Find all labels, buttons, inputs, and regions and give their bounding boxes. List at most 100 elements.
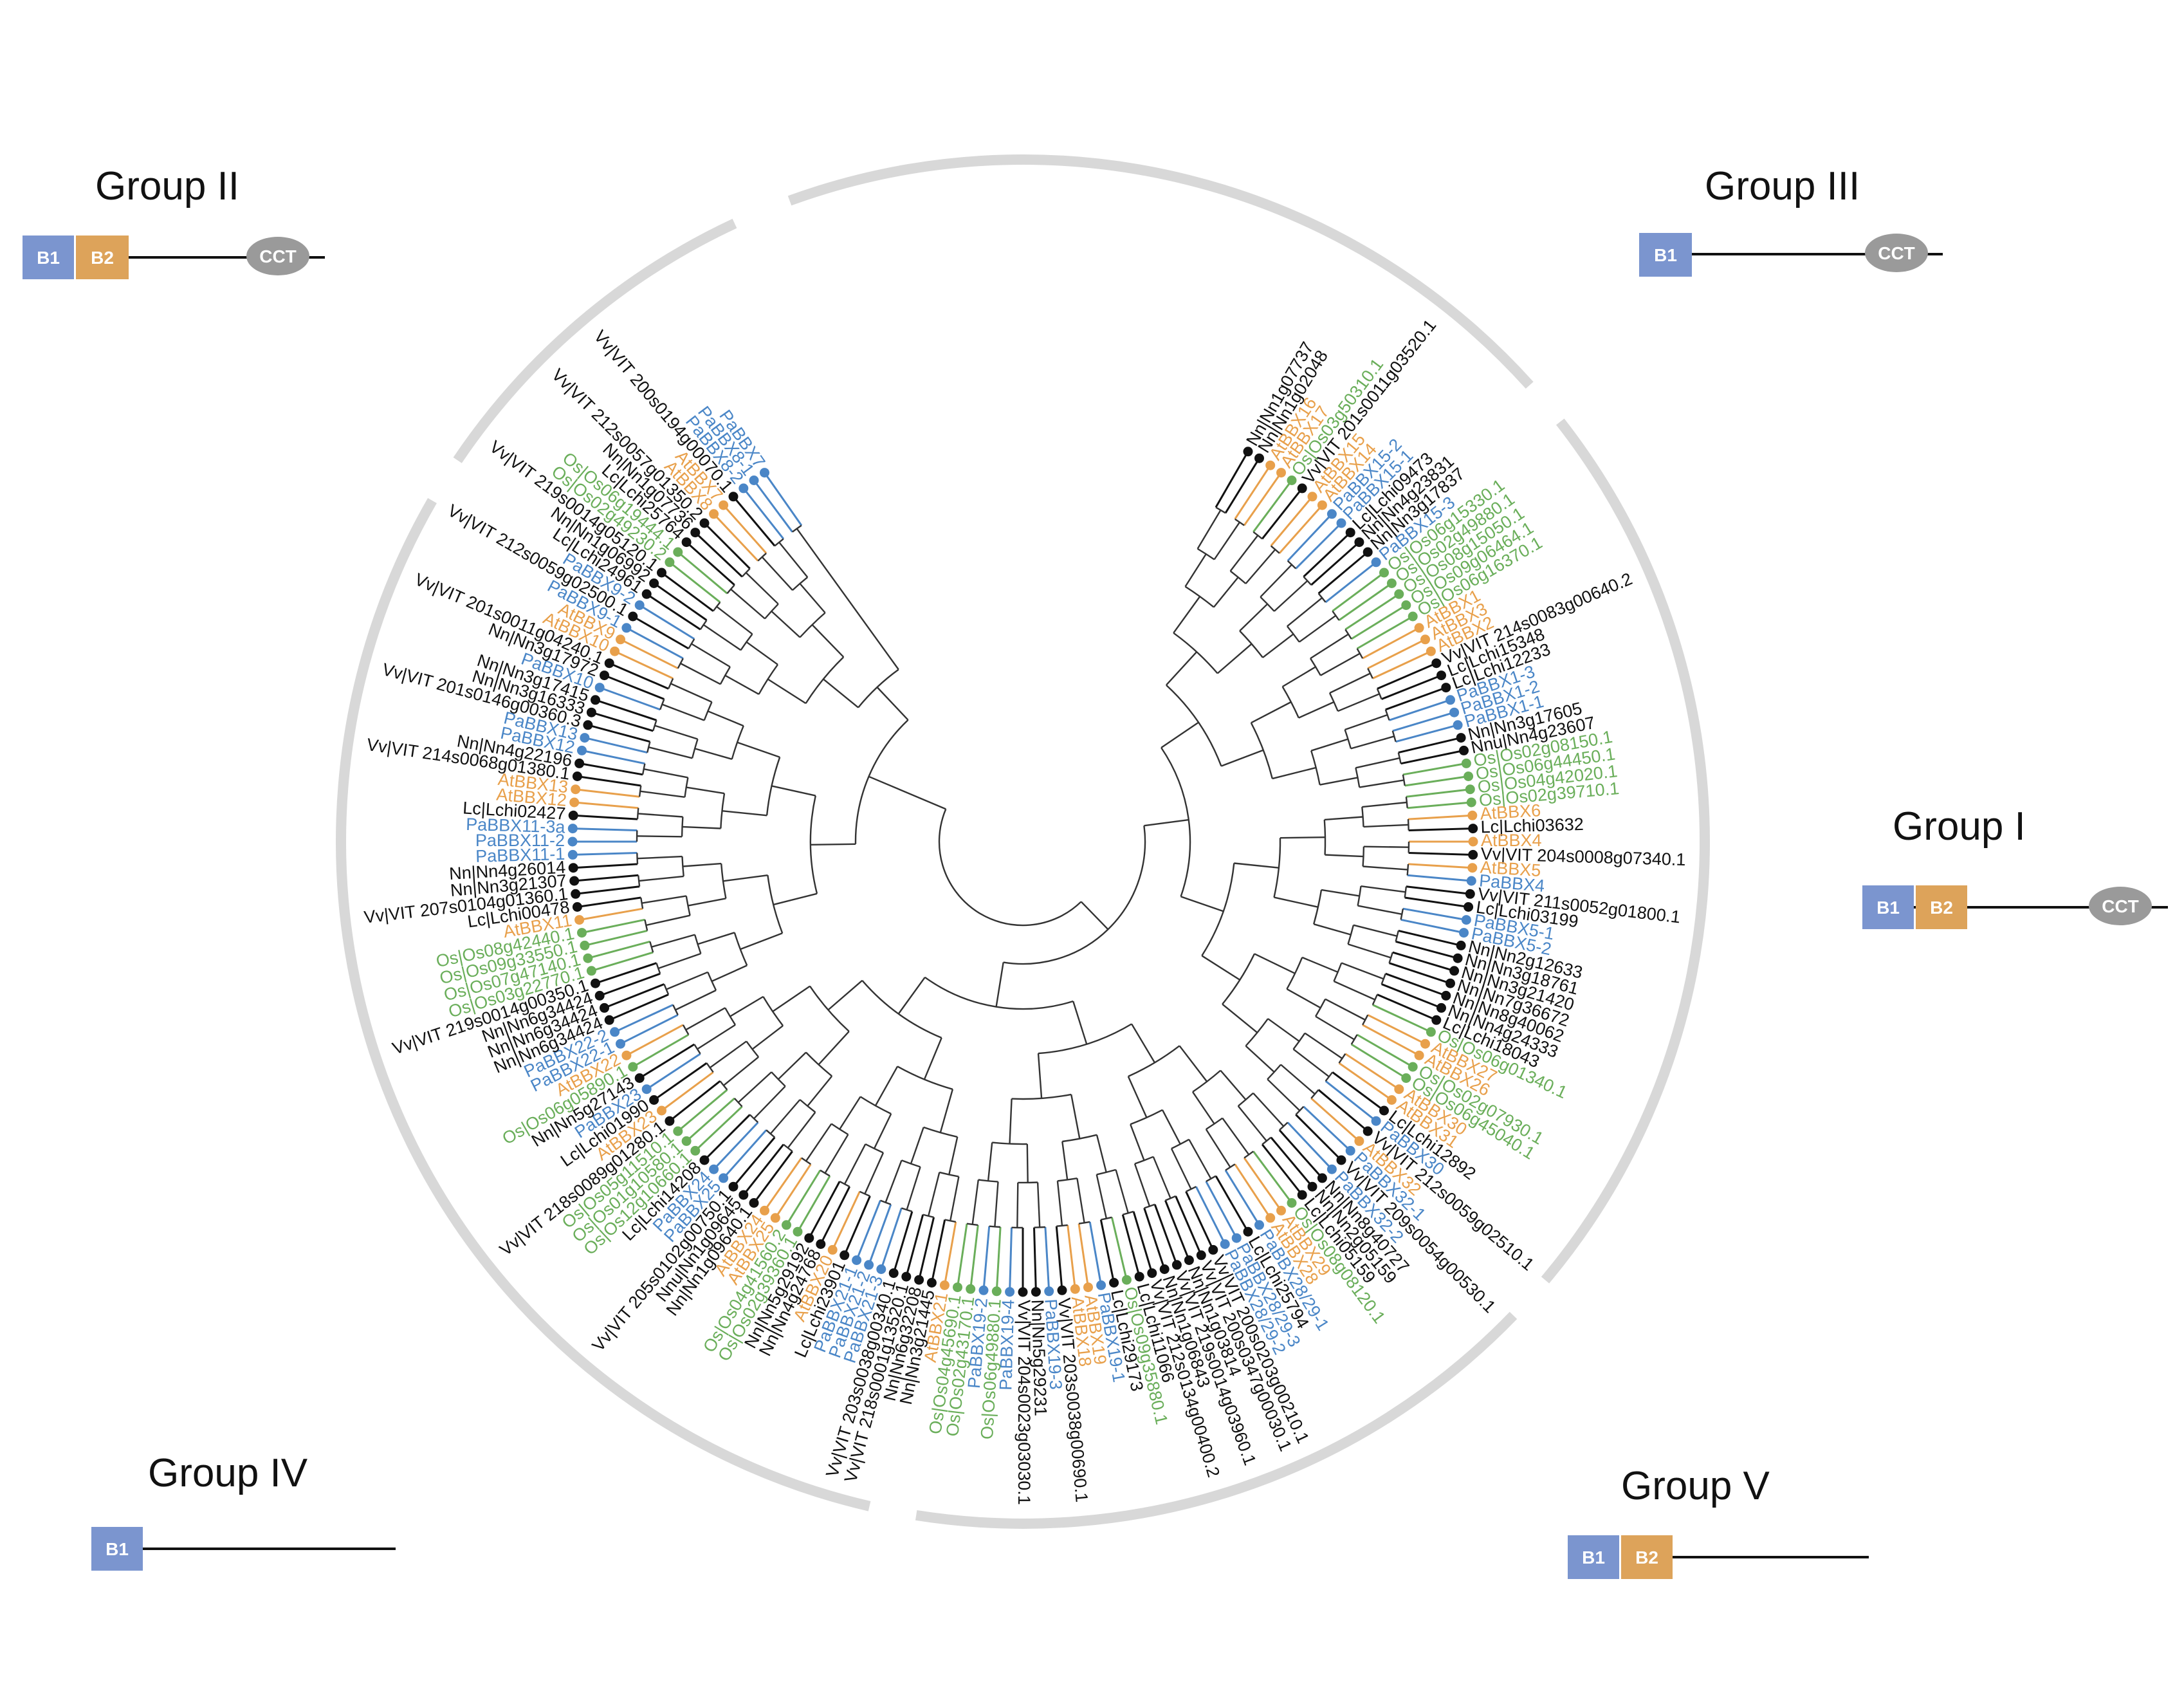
branch-segment xyxy=(911,1127,924,1164)
leaf-dot xyxy=(1449,708,1459,717)
leaf-dot xyxy=(605,1015,614,1025)
branch-segment xyxy=(1116,1170,1128,1213)
branch-segment xyxy=(605,984,665,1008)
leaf-dot xyxy=(1096,1280,1106,1290)
branch-segment xyxy=(683,827,721,829)
branch-segment xyxy=(1363,867,1408,870)
leaf-dot xyxy=(1308,1182,1317,1192)
branch-segment xyxy=(819,1031,849,1065)
leaf-dot xyxy=(1276,468,1286,477)
branch-segment xyxy=(639,1044,694,1078)
branch-segment xyxy=(1222,1118,1249,1155)
leaf-dot xyxy=(816,1239,825,1249)
branch-segment xyxy=(621,1015,678,1044)
branch-segment xyxy=(1274,898,1318,907)
branch-segment xyxy=(621,640,678,669)
branch-segment xyxy=(1206,1129,1231,1167)
leaf-dot xyxy=(635,600,645,610)
leaf-dot xyxy=(571,784,580,794)
leaf-dot xyxy=(729,492,739,501)
leaf-dot xyxy=(1401,1073,1411,1083)
leaf-dot xyxy=(583,720,592,730)
branch-segment xyxy=(1196,1187,1225,1244)
branch-segment xyxy=(1068,1225,1076,1289)
branch-segment xyxy=(1302,957,1338,972)
branch-segment xyxy=(1339,584,1392,620)
leaf-dot xyxy=(1415,623,1424,633)
branch-segment xyxy=(1128,1076,1147,1118)
branch-segment xyxy=(640,791,684,797)
branch-segment xyxy=(1181,896,1224,911)
leaf-dot xyxy=(1160,1264,1170,1274)
leaf-dot xyxy=(1420,1039,1430,1049)
branch-segment xyxy=(731,589,765,619)
branch-segment xyxy=(695,748,732,759)
branch-segment xyxy=(1244,473,1281,526)
leaf-dot xyxy=(709,1165,719,1174)
branch-segment xyxy=(1409,853,1473,855)
leaf-dot xyxy=(793,1227,803,1237)
branch-segment xyxy=(869,1205,891,1265)
group-5-panel: Group V B1 B2 xyxy=(1568,1464,1869,1579)
leaf-dot xyxy=(1254,1220,1264,1230)
branch-segment xyxy=(1334,981,1375,1000)
leaf-dot xyxy=(709,509,719,519)
branch-segment xyxy=(1173,596,1200,633)
group-2-b2-label: B2 xyxy=(91,248,114,268)
branch-segment xyxy=(1216,452,1248,508)
leaf-dot xyxy=(719,501,728,510)
branch-segment xyxy=(1056,1226,1062,1291)
branch-segment xyxy=(704,625,741,650)
leaf-dot xyxy=(1394,589,1404,599)
leaf-dot xyxy=(739,483,748,493)
branch-segment xyxy=(725,676,758,694)
branch-segment xyxy=(652,935,695,947)
leaf-dot xyxy=(569,811,578,820)
branch-segment xyxy=(1186,1192,1213,1250)
branch-segment xyxy=(662,1072,713,1111)
branch-segment xyxy=(1079,1224,1088,1288)
branch-segment xyxy=(1401,750,1464,763)
leaf-dot xyxy=(760,1206,769,1215)
branch-segment xyxy=(811,844,856,845)
branch-segment xyxy=(924,1038,942,1080)
branch-arc xyxy=(1004,826,1145,964)
branch-segment xyxy=(996,1227,1000,1291)
branch-segment xyxy=(845,1196,870,1255)
group-3-panel: Group III B1 CCT xyxy=(1639,164,1943,277)
branch-segment xyxy=(1193,1092,1215,1124)
leaf-dot xyxy=(635,1073,645,1083)
branch-segment xyxy=(1283,667,1316,687)
leaf-dot xyxy=(1431,1015,1441,1025)
branch-segment xyxy=(1234,864,1279,868)
branch-segment xyxy=(609,663,668,689)
branch-segment xyxy=(1135,1164,1150,1206)
leaf-dot xyxy=(1197,1250,1206,1260)
leaf-dot xyxy=(673,548,683,557)
leaf-dot xyxy=(1436,1003,1446,1013)
branch-segment xyxy=(958,1224,968,1288)
leaf-dot xyxy=(1372,1116,1381,1126)
leaf-dot xyxy=(649,1095,659,1105)
branch-segment xyxy=(1166,1201,1189,1261)
branch-segment xyxy=(654,1063,707,1100)
branch-segment xyxy=(698,932,735,944)
branch-segment xyxy=(1153,1157,1171,1199)
branch-segment xyxy=(1408,802,1472,808)
branch-segment xyxy=(576,887,639,894)
leaf-dot xyxy=(1379,568,1389,578)
branch-segment xyxy=(688,898,726,905)
branch-segment xyxy=(1058,1181,1062,1226)
leaf-dot xyxy=(682,1136,692,1146)
leaf-dot xyxy=(1327,1165,1337,1174)
branch-segment xyxy=(1097,1135,1106,1172)
leaf-dot xyxy=(1387,1095,1397,1105)
leaf-dot xyxy=(1465,889,1475,899)
leaf-dot xyxy=(1276,1206,1286,1215)
branch-segment xyxy=(573,853,637,855)
leaf-dot xyxy=(610,647,619,656)
branch-segment xyxy=(1294,1049,1330,1077)
branch-segment xyxy=(1281,1065,1315,1095)
branch-segment xyxy=(1299,702,1334,718)
leaf-dot xyxy=(568,824,578,833)
